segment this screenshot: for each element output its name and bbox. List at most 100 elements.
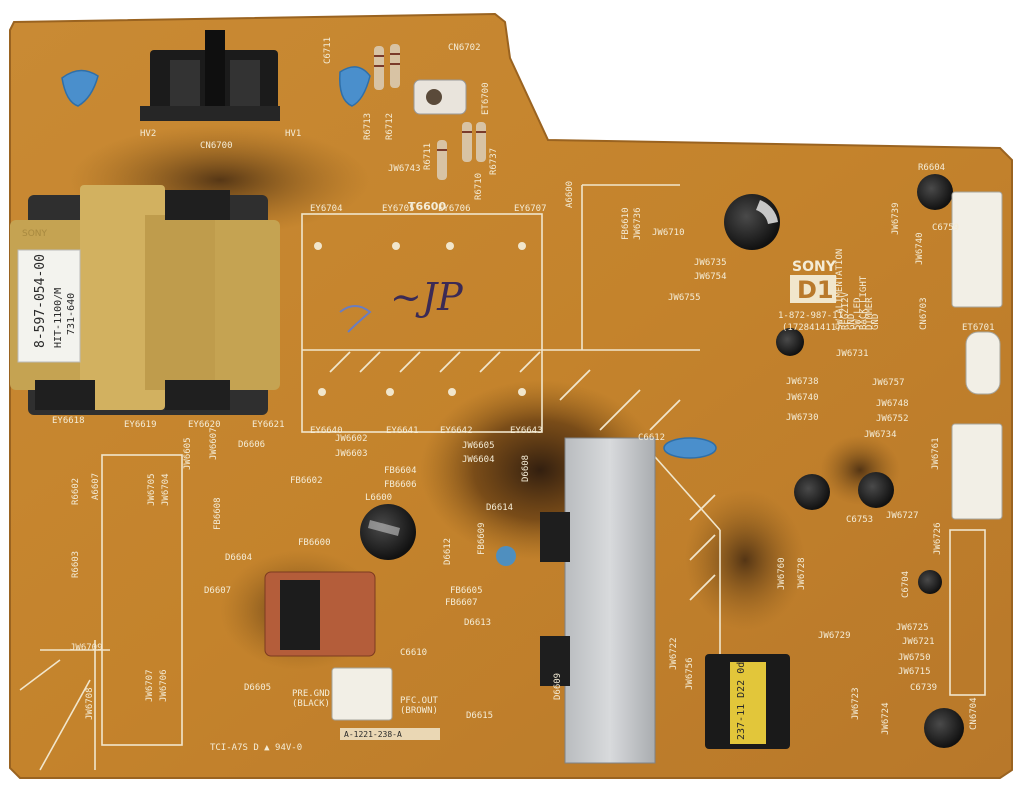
silkscreen-label: EY6619 — [124, 420, 157, 430]
connector-pin-label: REGZ12V — [841, 291, 851, 330]
heatsink — [564, 437, 656, 764]
silkscreen-label: C6704 — [901, 571, 911, 598]
connector-pin-labels: SW.ALIMENTATIONREGZ12VGND5W.LEDBACK.LIGH… — [835, 249, 881, 330]
film-capacitor — [264, 571, 376, 657]
silkscreen-label: EY6618 — [52, 416, 85, 426]
silkscreen-label: JW6734 — [864, 430, 897, 440]
silkscreen-label: EY6706 — [438, 204, 471, 214]
silkscreen-label: JW6754 — [694, 272, 727, 282]
silkscreen-label: D6615 — [466, 711, 493, 721]
silkscreen-label: JW6704 — [161, 473, 171, 506]
silkscreen-label: R6603 — [71, 551, 81, 578]
silkscreen-label: FB6610 — [621, 207, 631, 240]
transformer-brand: SONY — [22, 229, 48, 239]
silkscreen-label: D6608 — [521, 455, 531, 482]
transformer-sticker: 8-597-054-00 HIT-1100/M 731-640 SONY — [22, 229, 77, 348]
silkscreen-label: JW6739 — [891, 202, 901, 235]
silkscreen-label: PFC.OUT — [400, 696, 439, 706]
silkscreen-label: JW6721 — [902, 637, 935, 647]
silkscreen-label: CN6700 — [200, 141, 233, 151]
silkscreen-label: C6612 — [638, 433, 665, 443]
silkscreen-label: JW6740 — [915, 232, 925, 265]
silkscreen-label: FB6608 — [213, 497, 223, 530]
silkscreen-label: D6613 — [464, 618, 491, 628]
silkscreen-label: R6712 — [385, 113, 395, 140]
solder-pad-markers — [314, 242, 526, 396]
silkscreen-label: JW6748 — [876, 399, 909, 409]
silkscreen-label: C6739 — [910, 683, 937, 693]
silkscreen-label: CN6702 — [448, 43, 481, 53]
silkscreen-label: EY6621 — [252, 420, 285, 430]
silkscreen-label: JW6750 — [898, 653, 931, 663]
silkscreen-label: JW6724 — [881, 702, 891, 735]
silkscreen-label: JW6756 — [685, 657, 695, 690]
silkscreen-label: JW6710 — [652, 228, 685, 238]
silkscreen-label: JW6602 — [335, 434, 368, 444]
small-coil-label: 237-11 D22 0d — [736, 662, 747, 740]
handwritten-mark: ~JP — [390, 275, 464, 319]
silkscreen-label: JW6760 — [777, 557, 787, 590]
silkscreen-label: EY6641 — [386, 426, 419, 436]
transformer-code: 731-640 — [66, 293, 77, 335]
silkscreen-label: CN6704 — [969, 697, 979, 730]
silkscreen-label: R6711 — [423, 143, 433, 170]
silkscreen-label: FB6602 — [290, 476, 323, 486]
silkscreen-label: JW6735 — [694, 258, 727, 268]
silkscreen-label: JW6715 — [898, 667, 931, 677]
silkscreen-label: ET6701 — [962, 323, 995, 333]
ceramic-capacitor — [61, 66, 717, 459]
silkscreen-label: D6609 — [553, 673, 563, 700]
silkscreen-label: D6604 — [225, 553, 252, 563]
silkscreen-label: FB6609 — [477, 522, 487, 555]
main-transformer — [10, 185, 280, 415]
silkscreen-label: R6710 — [474, 173, 484, 200]
silkscreen-label: C6610 — [400, 648, 427, 658]
silkscreen-label: JW6722 — [669, 637, 679, 670]
part-number: 1-872-987-11 — [778, 311, 843, 321]
silkscreen-label: L6600 — [365, 493, 392, 503]
transformer-model: HIT-1100/M — [53, 288, 64, 348]
silkscreen-label: C6711 — [323, 37, 333, 64]
silkscreen-label: JW6740 — [786, 393, 819, 403]
silkscreen-label: JW6707 — [145, 669, 155, 702]
silkscreen-label: A6607 — [91, 473, 101, 500]
connector-pin-label: DIMMER — [865, 297, 875, 330]
silkscreen-label: JW6705 — [147, 473, 157, 506]
silkscreen-label: EY6642 — [440, 426, 473, 436]
silkscreen-label: R6737 — [489, 148, 499, 175]
silkscreen-label: FB6607 — [445, 598, 478, 608]
silkscreen-label: EY6643 — [510, 426, 543, 436]
silkscreen-label: JW6728 — [797, 557, 807, 590]
silkscreen-outlines — [19, 184, 986, 771]
silkscreen-label: JW6607 — [209, 427, 219, 460]
silkscreen-label: (BLACK) — [292, 699, 330, 709]
silkscreen-label: JW6605 — [462, 441, 495, 451]
silkscreen-label: EY6704 — [310, 204, 343, 214]
sony-logo: SONY — [792, 259, 837, 275]
connector-pin-label: SW.ALIMENTATION — [835, 249, 845, 330]
silkscreen-label: R6713 — [363, 113, 373, 140]
silkscreen-label: JW6725 — [896, 623, 929, 633]
silkscreen-label: D6605 — [244, 683, 271, 693]
transformer-part-number: 8-597-054-00 — [33, 254, 48, 348]
silkscreen-label: JW6757 — [872, 378, 905, 388]
silkscreen-label: JW6752 — [876, 414, 909, 424]
silkscreen-label: JW6706 — [159, 669, 169, 702]
silkscreen-label: JW6755 — [668, 293, 701, 303]
silkscreen-label: D6606 — [238, 440, 265, 450]
silkscreen-label: R6602 — [71, 478, 81, 505]
silkscreen-label: FB6606 — [384, 480, 417, 490]
silkscreen-label: FB6605 — [450, 586, 483, 596]
silkscreen-label: D6607 — [204, 586, 231, 596]
board-tag: A-1221-238-A — [344, 730, 402, 739]
part-number-sub: (172841411) — [782, 323, 842, 333]
silkscreen-label: JW6731 — [836, 349, 869, 359]
silkscreen-label: JW6736 — [633, 207, 643, 240]
silkscreen-label: JW6743 — [388, 164, 421, 174]
silkscreen-label: JW6603 — [335, 449, 368, 459]
silkscreen-label: FB6600 — [298, 538, 331, 548]
hv-connector — [140, 30, 280, 121]
silkscreen-label: CN6703 — [919, 297, 929, 330]
